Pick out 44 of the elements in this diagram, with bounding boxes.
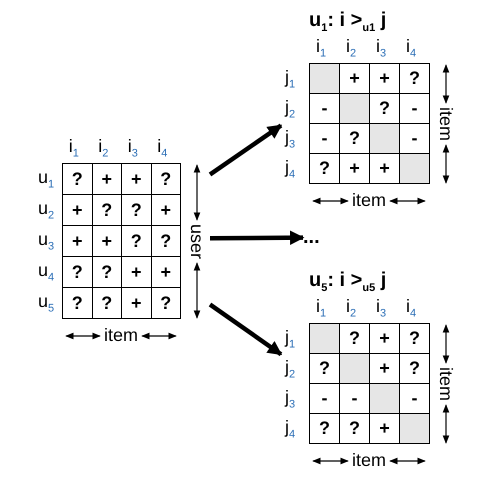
row-label: u$_{4}$ xyxy=(38,260,54,286)
row-label: j$_{3}$ xyxy=(285,127,296,153)
matrix-cell: ? xyxy=(399,323,430,354)
column-label: i$_{4}$ xyxy=(157,136,168,162)
row-label: j$_{1}$ xyxy=(285,327,296,353)
row-label: u$_{2}$ xyxy=(38,198,54,224)
matrix-cell: ? xyxy=(309,153,340,184)
axis-label: item xyxy=(437,107,455,142)
axis-label: item xyxy=(104,326,138,344)
column-label: i$_{1}$ xyxy=(316,36,326,62)
column-label: i$_{3}$ xyxy=(376,36,386,62)
column-label: i$_{2}$ xyxy=(346,36,356,62)
matrix-cell: ? xyxy=(150,163,181,195)
row-label: j$_{4}$ xyxy=(285,417,296,443)
arrow xyxy=(208,302,282,356)
row-label: j$_{1}$ xyxy=(285,67,296,93)
arrow xyxy=(210,230,304,245)
row-label: j$_{3}$ xyxy=(285,387,296,413)
matrix-title: u$_{1}$: i >$_{u1}$ j xyxy=(309,9,386,34)
matrix-cell: ? xyxy=(150,287,181,319)
column-label: i$_{4}$ xyxy=(406,296,416,322)
matrix-cell: ? xyxy=(62,287,92,319)
axis-label: item xyxy=(352,191,386,209)
arrow xyxy=(208,124,282,176)
row-label: j$_{4}$ xyxy=(285,157,296,183)
column-label: i$_{1}$ xyxy=(68,136,79,162)
column-label: i$_{1}$ xyxy=(316,296,326,322)
column-label: i$_{2}$ xyxy=(346,296,356,322)
axis-label: item xyxy=(352,451,386,469)
axis-label: item xyxy=(437,367,455,402)
row-label: u$_{1}$ xyxy=(38,167,54,193)
column-label: i$_{2}$ xyxy=(98,136,108,162)
matrix-cell: ? xyxy=(309,413,340,444)
column-label: i$_{3}$ xyxy=(376,296,386,322)
row-label: j$_{2}$ xyxy=(285,97,296,123)
row-label: u$_{5}$ xyxy=(38,291,54,317)
row-label: u$_{3}$ xyxy=(38,229,54,255)
matrix-title: u$_{5}$: i >$_{u5}$ j xyxy=(309,269,386,294)
matrix-cell: ? xyxy=(399,63,430,94)
matrix-cell: ? xyxy=(62,163,92,195)
row-label: j$_{2}$ xyxy=(285,357,296,383)
column-label: i$_{4}$ xyxy=(406,36,416,62)
column-label: i$_{3}$ xyxy=(128,136,138,162)
ellipsis-text: ... xyxy=(303,226,320,248)
